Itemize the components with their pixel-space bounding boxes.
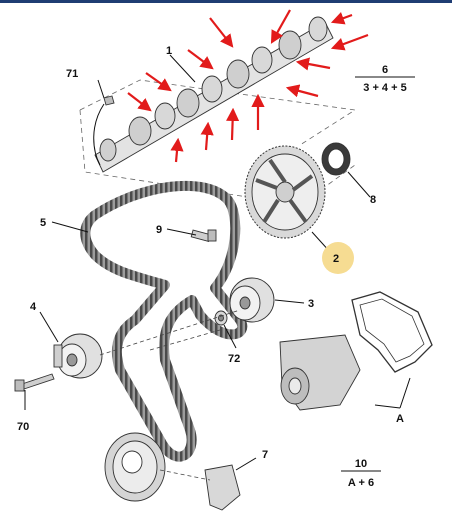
red-arrow-icon [226,107,240,141]
fraction-10-bottom: A + 6 [348,477,374,489]
callout-1: 1 [166,45,172,57]
alignment-lines [99,309,241,481]
highlight-circle [322,242,354,274]
header-bar [0,0,452,3]
cam-lobe [251,46,273,74]
fraction-10-top: 10 [355,458,367,470]
red-arrow-icon [145,72,172,92]
cam-lobe [278,30,302,60]
callout-8: 8 [370,194,376,206]
pump-gasket [351,291,433,373]
cam-lobe [128,116,152,146]
camshaft-reference-box [79,79,357,206]
cam-lobe [226,59,250,89]
callout-A: A [396,413,404,425]
red-arrow-icon [285,84,319,98]
crankshaft-sprocket [104,432,166,502]
red-arrow-icon [270,9,291,44]
camshaft-sprocket [244,145,326,239]
camshaft [94,16,334,173]
camshaft-end [99,138,117,162]
red-arrow-icon-group [127,9,369,163]
callout-70: 70 [17,421,29,433]
tensioner-roller [53,333,103,379]
water-pump [279,334,361,411]
red-arrow-icon [209,17,234,48]
timing-belt [80,180,248,462]
bolt-70 [14,373,55,392]
red-arrow-icon [330,12,353,25]
callout-4: 4 [30,301,37,313]
callout-2: 2 [333,253,339,265]
fraction-10: 10 A + 6 [341,458,381,489]
cam-lobe [154,102,176,130]
callout-72: 72 [228,353,240,365]
cam-lobe [176,88,200,118]
red-arrow-icon [295,57,331,71]
bolt-9 [190,229,217,243]
fraction-6: 6 3 + 4 + 5 [355,64,415,94]
fraction-6-bottom: 3 + 4 + 5 [363,82,406,94]
callout-5: 5 [40,217,46,229]
red-arrow-icon [187,49,214,70]
leader-lines [24,54,411,471]
callout-3: 3 [308,298,314,310]
red-arrow-icon [170,137,184,163]
red-arrow-icon [330,33,369,51]
callout-7: 7 [262,449,268,461]
woodruff-key [103,95,115,106]
oil-seal [321,142,351,176]
cam-lobe [201,75,223,103]
fraction-6-top: 6 [382,64,388,76]
spacer-72 [214,310,228,326]
bracket-7 [204,464,241,511]
callout-71: 71 [66,68,78,80]
red-arrow-icon [127,92,152,112]
cam-lobe [308,16,328,42]
idler-roller [229,277,275,323]
red-arrow-icon [200,121,214,151]
callout-9: 9 [156,224,162,236]
